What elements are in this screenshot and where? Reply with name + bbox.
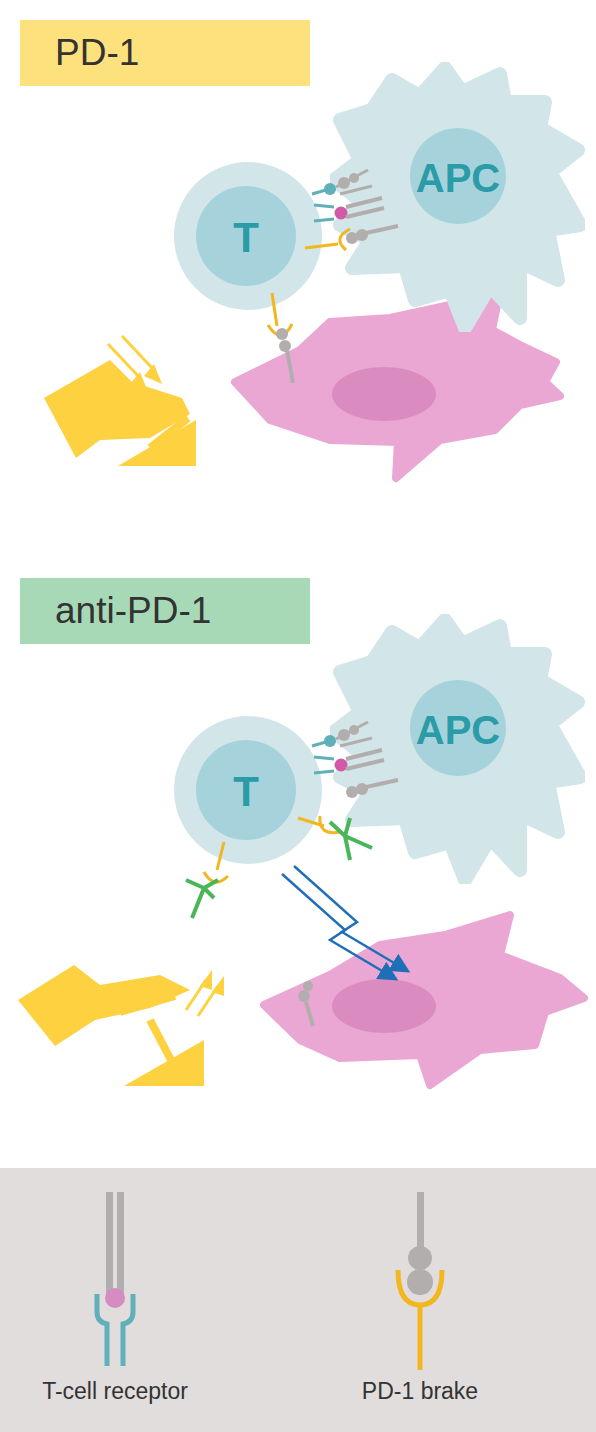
mhc-bar	[106, 1192, 113, 1296]
apc-cell: APC	[330, 62, 585, 332]
ligand-ball	[338, 729, 350, 741]
panel-title: anti-PD-1	[20, 578, 310, 644]
press-arrow-head	[144, 364, 162, 384]
pedal-stem	[150, 1020, 172, 1062]
receptor-stem	[312, 742, 326, 746]
ligand-ball	[349, 725, 359, 735]
cell-nucleus	[410, 128, 506, 224]
antigen-dot	[335, 759, 348, 772]
release-arrow-head	[200, 970, 212, 990]
mhc-bar	[117, 1192, 124, 1296]
tumor-cell-body	[264, 915, 584, 1085]
cell-membrane	[174, 162, 322, 310]
press-arrow-lines	[108, 336, 154, 378]
legend-label: T-cell receptor	[42, 1378, 188, 1405]
ligand-ball	[338, 177, 350, 189]
foot-pressing-brake	[44, 336, 196, 466]
antigen-dot	[105, 1288, 125, 1308]
foot-shoe	[18, 965, 190, 1046]
legend-label: PD-1 brake	[362, 1378, 478, 1405]
tumor-nucleus	[332, 979, 436, 1033]
tumor-cell-bottom	[264, 915, 584, 1085]
cell-label: T	[233, 214, 259, 262]
cell-membrane	[334, 68, 580, 328]
pdl1-ball	[303, 981, 313, 991]
pd1-cup	[398, 1270, 442, 1305]
t-cell: T	[174, 162, 322, 310]
cell-membrane	[334, 620, 580, 880]
pdl1-ball	[279, 340, 291, 352]
pdl1-ball	[356, 229, 368, 241]
cell-nucleus	[410, 680, 506, 776]
pdl1-ball	[298, 990, 310, 1002]
foot-shoe	[44, 360, 190, 458]
panel-title: PD-1	[20, 20, 310, 86]
title-band: anti-PD-1	[20, 578, 310, 644]
pdl1-ball	[407, 1269, 433, 1295]
pdl1-ball	[408, 1246, 432, 1270]
t-cell: T	[174, 716, 322, 864]
release-arrow-head	[212, 976, 224, 996]
pdl1-bar	[417, 1192, 424, 1252]
cell-nucleus	[196, 186, 296, 286]
cell-label: APC	[416, 708, 500, 753]
foot-released-brake	[18, 965, 224, 1086]
pdl1-stick	[306, 1002, 313, 1026]
cell-label: APC	[416, 156, 500, 201]
antibody	[186, 880, 218, 918]
receptor-stem	[312, 190, 326, 194]
legend-band	[0, 1168, 596, 1432]
pdl1-ball	[356, 783, 368, 795]
cell-membrane	[174, 716, 322, 864]
apc-cell: APC	[330, 614, 585, 884]
attack-bolt	[294, 866, 406, 970]
ligand-ball	[349, 173, 359, 183]
cell-nucleus	[196, 740, 296, 840]
tumor-nucleus	[332, 367, 436, 421]
antigen-dot	[335, 207, 348, 220]
pdl1-stick	[287, 350, 293, 383]
pdl1-ball	[276, 328, 288, 340]
attack-bolt	[282, 874, 394, 978]
receptor-head	[324, 183, 336, 195]
pd1-stem	[418, 1305, 423, 1370]
title-band: PD-1	[20, 20, 310, 86]
receptor-head	[324, 735, 336, 747]
legend-pd1-icon	[398, 1192, 442, 1370]
legend-tcr-icon	[97, 1192, 133, 1366]
cell-label: T	[233, 768, 259, 816]
